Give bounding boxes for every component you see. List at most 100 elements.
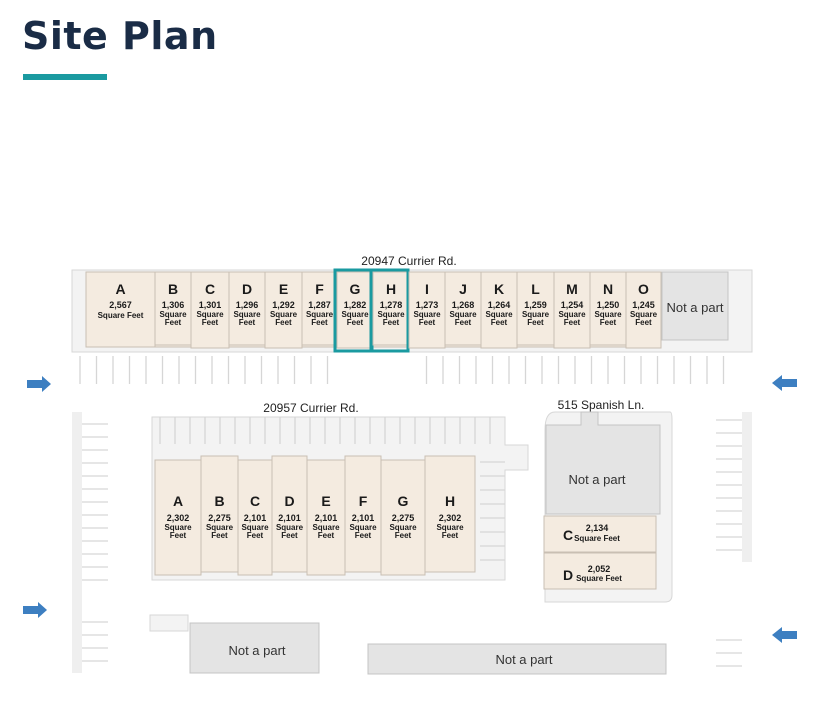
unit-label: Feet: [395, 531, 412, 540]
unit-label: Square: [164, 523, 192, 532]
north-not-a-part-label: Not a part: [666, 300, 723, 315]
unit-letter: F: [359, 493, 368, 509]
unit-label: Square: [449, 310, 477, 319]
unit-size: 2,302: [167, 513, 190, 523]
unit-label: Square: [413, 310, 441, 319]
north-unit-i[interactable]: [408, 271, 446, 349]
unit-letter: A: [173, 493, 183, 509]
east-unit-d: [543, 552, 657, 590]
unit-label: Feet: [442, 531, 459, 540]
unit-size: 1,301: [199, 300, 222, 310]
unit-label: Square: [312, 523, 340, 532]
middle-unit-c[interactable]: [237, 459, 273, 576]
unit-label: Feet: [455, 318, 472, 327]
unit-size: 1,282: [344, 300, 367, 310]
unit-label: Feet: [491, 318, 508, 327]
unit-size: 2,275: [208, 513, 231, 523]
unit-label: Square: [558, 310, 586, 319]
east-unit-d-label: Square Feet: [576, 574, 622, 583]
north-unit-l[interactable]: [516, 271, 555, 346]
middle-unit-f[interactable]: [344, 455, 382, 573]
page-title: Site Plan: [22, 14, 218, 58]
unit-highlight-h: [369, 268, 410, 353]
south-not-a-part-right-label: Not a part: [495, 652, 552, 667]
north-unit-f[interactable]: [301, 271, 338, 346]
unit-label: Feet: [247, 531, 264, 540]
unit-label: Square: [341, 310, 369, 319]
north-unit-o[interactable]: [625, 271, 662, 349]
unit-label: Feet: [600, 318, 617, 327]
middle-parking: [159, 417, 505, 561]
middle-unit-d[interactable]: [271, 455, 308, 573]
unit-size: 1,254: [561, 300, 584, 310]
unit-label: Feet: [347, 318, 364, 327]
unit-size: 2,567: [109, 300, 132, 310]
unit-size: 2,101: [315, 513, 338, 523]
arrow-right-icon: [27, 376, 51, 392]
east-not-a-part: [545, 411, 661, 515]
west-curb: [72, 412, 82, 670]
unit-letter: G: [398, 493, 409, 509]
north-unit-a[interactable]: [85, 271, 156, 348]
unit-label: Square: [630, 310, 658, 319]
southwest-curb: [72, 615, 82, 673]
east-curb: [742, 412, 752, 562]
unit-label: Square: [377, 310, 405, 319]
unit-label: Feet: [202, 318, 219, 327]
middle-address: 20957 Currier Rd.: [263, 401, 358, 415]
north-unit-h[interactable]: [372, 271, 410, 346]
unit-label: Feet: [383, 318, 400, 327]
unit-size: 1,296: [236, 300, 259, 310]
north-address: 20947 Currier Rd.: [361, 254, 456, 268]
unit-letter: H: [386, 281, 396, 297]
unit-letter: C: [250, 493, 260, 509]
unit-size: 1,264: [488, 300, 511, 310]
unit-letter: N: [603, 281, 613, 297]
unit-size: 1,306: [162, 300, 185, 310]
north-unit-k[interactable]: [480, 271, 518, 349]
unit-letter: M: [566, 281, 578, 297]
arrow-left-icon: [772, 627, 797, 643]
north-unit-m[interactable]: [553, 271, 591, 349]
unit-letter: D: [242, 281, 252, 297]
unit-label: Square: [241, 523, 269, 532]
unit-label: Square: [159, 310, 187, 319]
unit-label: Square: [436, 523, 464, 532]
unit-label: Square: [389, 523, 417, 532]
unit-label: Square: [233, 310, 261, 319]
unit-letter: F: [315, 281, 324, 297]
unit-label: Feet: [275, 318, 292, 327]
east-unit-d-size: 2,052: [588, 564, 611, 574]
unit-size: 1,273: [416, 300, 439, 310]
arrow-right-icon: [23, 602, 47, 618]
unit-size: 1,292: [272, 300, 295, 310]
south-not-a-part-left-label: Not a part: [228, 643, 285, 658]
unit-size: 1,287: [308, 300, 331, 310]
north-unit-c[interactable]: [190, 271, 230, 349]
north-unit-e[interactable]: [264, 271, 303, 349]
unit-size: 1,259: [524, 300, 547, 310]
south-lot-left: [149, 614, 189, 632]
unit-label: Feet: [170, 531, 187, 540]
unit-size: 2,101: [278, 513, 301, 523]
unit-label: Feet: [527, 318, 544, 327]
unit-size: 1,245: [632, 300, 655, 310]
north-unit-g[interactable]: [336, 271, 374, 349]
north-unit-n[interactable]: [589, 271, 627, 346]
north-unit-d[interactable]: [228, 271, 266, 346]
east-address: 515 Spanish Ln.: [558, 398, 645, 412]
unit-size: 1,250: [597, 300, 620, 310]
middle-unit-h[interactable]: [424, 455, 476, 573]
unit-label: Square: [270, 310, 298, 319]
unit-label: Feet: [635, 318, 652, 327]
middle-unit-g[interactable]: [380, 459, 426, 576]
middle-unit-a[interactable]: [154, 459, 202, 576]
unit-size: 2,275: [392, 513, 415, 523]
unit-letter: C: [205, 281, 215, 297]
unit-letter: O: [638, 281, 649, 297]
north-unit-j[interactable]: [444, 271, 482, 346]
unit-label: Feet: [239, 318, 256, 327]
east-not-a-part-label: Not a part: [568, 472, 625, 487]
unit-letter: A: [115, 281, 125, 297]
